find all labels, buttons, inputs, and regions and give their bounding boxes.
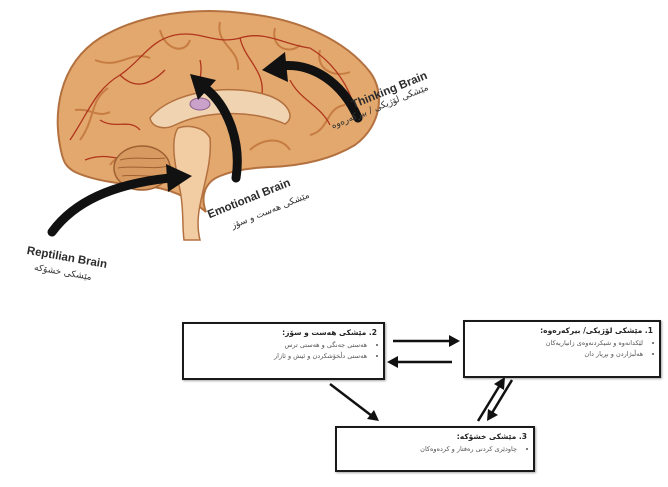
brain-arrows	[47, 52, 363, 237]
reptilian-box-title: 3. مێشکی خشۆکە:	[456, 432, 527, 441]
thinking-box-item: هەڵبژاردن و بڕیار دان	[471, 349, 643, 360]
brain-cerebrum	[56, 10, 380, 213]
emotional-box-item: هەستی دڵخۆشکردن و ئیش و ئازار	[190, 351, 367, 362]
reptilian-brain-box: 3. مێشکی خشۆکە: چاودێری کردنی رەفتار و ک…	[335, 426, 535, 472]
box-arrows	[329, 335, 514, 422]
emotional-box-title: 2. مێشکی هەست و سۆز:	[282, 328, 377, 337]
emotional-brain-box: 2. مێشکی هەست و سۆز: هەستی جەنگی و هەستی…	[182, 322, 385, 380]
emotional-box-item: هەستی جەنگی و هەستی ترس	[190, 340, 367, 351]
thinking-brain-box: 1. مێشکی لۆژیکی/ بیرکەرەوە: لێکدانەوە و …	[463, 320, 661, 378]
thinking-box-title: 1. مێشکی لۆژیکی/ بیرکەرەوە:	[540, 326, 653, 335]
thinking-box-item: لێکدانەوە و شیکردنەوەی زانیاریەکان	[471, 338, 643, 349]
reptilian-box-item: چاودێری کردنی رەفتار و کردەوەکان	[343, 444, 517, 455]
